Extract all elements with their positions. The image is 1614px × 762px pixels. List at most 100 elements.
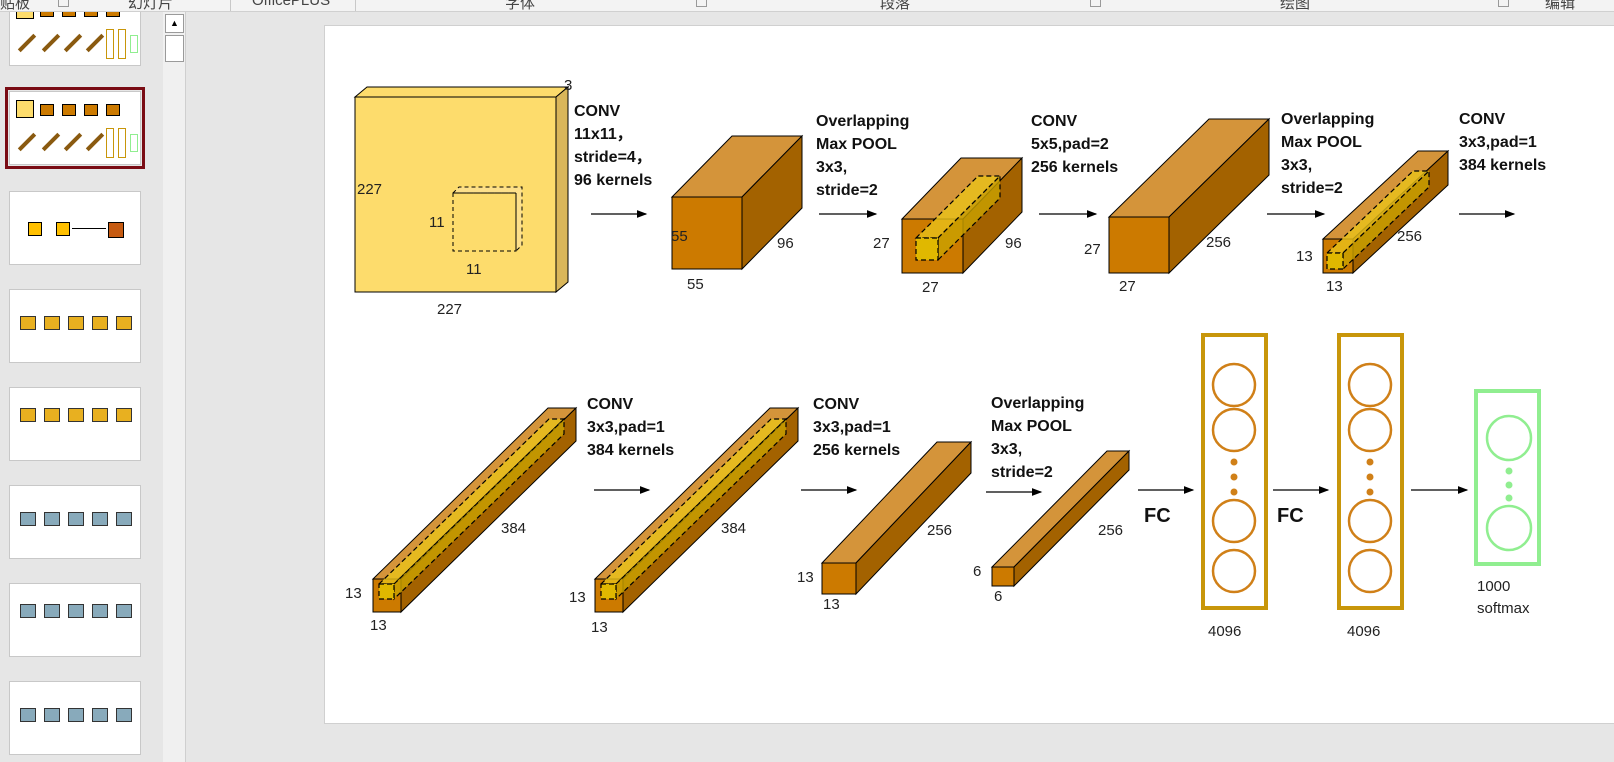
ribbon-group-editing: 编辑 (1545, 0, 1576, 12)
operation-label: Overlapping (1281, 111, 1374, 128)
slide-thumbnail[interactable] (9, 12, 141, 66)
dim-label: 384 (721, 520, 746, 537)
fc-label: FC (1144, 505, 1171, 527)
neuron (1485, 414, 1533, 462)
conv4-kernel-side (615, 417, 787, 601)
operation-label: 384 kernels (1459, 157, 1546, 174)
operation-label: Overlapping (991, 395, 1084, 412)
operation-label: stride=2 (1281, 180, 1343, 197)
dim-label: 55 (687, 276, 704, 293)
operation-label: 256 kernels (1031, 159, 1118, 176)
slide-thumbnail[interactable] (9, 681, 141, 755)
operation-label: CONV (587, 396, 634, 413)
dim-label: 256 (927, 522, 952, 539)
operation-label: Max POOL (991, 418, 1072, 435)
fc1-label: 4096 (1208, 623, 1241, 640)
slide-thumbnail[interactable] (9, 583, 141, 657)
operation-label: 3x3, (816, 159, 847, 176)
operation-label: 3x3,pad=1 (587, 419, 665, 436)
dim-label: 13 (345, 585, 362, 602)
operation-label: 3x3,pad=1 (1459, 134, 1537, 151)
operation-label: stride=2 (816, 182, 878, 199)
neuron (1211, 407, 1257, 453)
neuron (1347, 548, 1393, 594)
dim-label: 256 (1098, 522, 1123, 539)
pool2-kernel (1325, 169, 1431, 271)
dim-label: 13 (569, 589, 586, 606)
conv1-volume-front (671, 196, 743, 270)
dialog-launcher-icon[interactable] (58, 0, 69, 7)
dim-label: 227 (357, 181, 382, 198)
operation-label: Max POOL (816, 136, 897, 153)
dim-label: 13 (370, 617, 387, 634)
slide-thumbnail-pane (0, 12, 160, 762)
neuron (1485, 504, 1533, 552)
conv3-kernel-top (377, 418, 566, 585)
pool1-kernel-front (915, 237, 939, 261)
dialog-launcher-icon[interactable] (1090, 0, 1101, 7)
dim-label: 27 (1119, 278, 1136, 295)
scroll-up-button[interactable]: ▲ (165, 14, 184, 33)
ellipsis-dot (1230, 473, 1238, 481)
operation-label: CONV (1031, 113, 1078, 130)
operation-label: 3x3,pad=1 (813, 419, 891, 436)
conv4-kernel-front (600, 583, 617, 600)
dialog-launcher-icon[interactable] (696, 0, 707, 7)
ribbon-separator (230, 0, 231, 11)
dim-label: 55 (671, 228, 688, 245)
dim-label: 6 (994, 588, 1002, 605)
conv2-volume (1107, 117, 1271, 275)
neuron (1211, 362, 1257, 408)
dim-label: 27 (873, 235, 890, 252)
ribbon: 贴板 幻灯片 OfficePLUS 字体 段落 绘图 编辑 (0, 0, 1614, 12)
thumbnail-scrollbar[interactable]: ▲ (163, 12, 186, 762)
pool3-volume (990, 449, 1131, 588)
conv4-kernel (599, 417, 788, 601)
dim-label: 256 (1397, 228, 1422, 245)
output-size-label: 1000 (1477, 578, 1510, 595)
dim-label: 11 (429, 214, 445, 231)
ellipsis-dot (1505, 494, 1513, 502)
dim-label: 13 (1296, 248, 1313, 265)
ellipsis-dot (1505, 481, 1513, 489)
ribbon-separator (355, 0, 356, 11)
softmax-box (1474, 389, 1541, 566)
ellipsis-dot (1505, 467, 1513, 475)
dim-label: 27 (1084, 241, 1101, 258)
ribbon-group-slides: 幻灯片 (128, 0, 174, 12)
dim-label: 13 (823, 596, 840, 613)
input-volume-front (354, 96, 557, 293)
dim-label: 256 (1206, 234, 1231, 251)
input-volume-top (353, 86, 570, 98)
conv3-kernel-front (378, 583, 395, 600)
dim-label: 6 (973, 563, 981, 580)
neuron (1347, 498, 1393, 544)
slide-thumbnail[interactable] (9, 485, 141, 559)
input-kernel-depth (451, 186, 523, 253)
operation-label: CONV (813, 396, 860, 413)
scroll-thumb[interactable] (165, 35, 184, 62)
ellipsis-dot (1366, 488, 1374, 496)
dialog-launcher-icon[interactable] (1498, 0, 1509, 7)
fc2-box (1337, 333, 1404, 610)
slide-thumbnail[interactable] (9, 289, 141, 363)
neuron (1347, 407, 1393, 453)
conv5-volume-front (821, 562, 857, 595)
dim-label: 13 (797, 569, 814, 586)
dim-label: 227 (437, 301, 462, 318)
operation-label: 256 kernels (813, 442, 900, 459)
conv2-volume-front (1108, 216, 1170, 274)
ribbon-group-officeplus: OfficePLUS (252, 0, 331, 9)
ellipsis-dot (1230, 458, 1238, 466)
dim-label: 27 (922, 279, 939, 296)
operation-label: 5x5,pad=2 (1031, 136, 1109, 153)
pool1-kernel (914, 174, 1002, 262)
dim-label: 3 (564, 77, 572, 94)
pool2-kernel-front (1326, 252, 1344, 270)
slide-thumbnail[interactable] (9, 387, 141, 461)
slide-thumbnail[interactable] (5, 87, 145, 169)
dim-label: 13 (1326, 278, 1343, 295)
neuron (1211, 548, 1257, 594)
slide-thumbnail[interactable] (9, 191, 141, 265)
